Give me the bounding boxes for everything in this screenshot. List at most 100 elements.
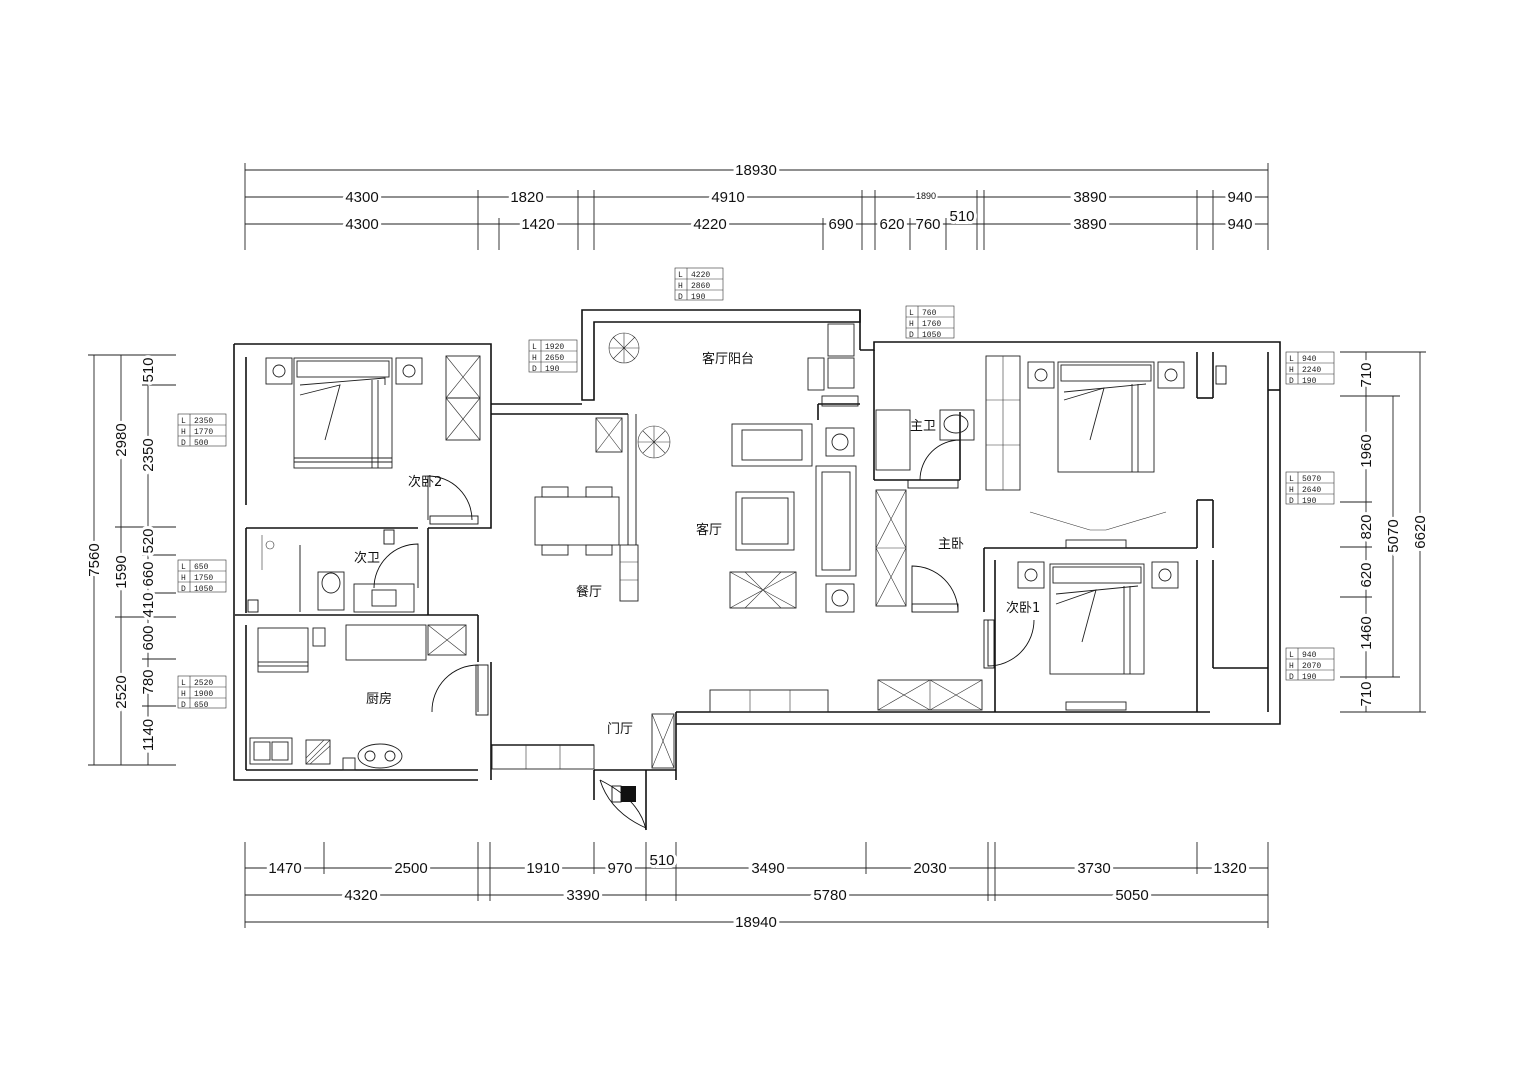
svg-text:L: L (181, 417, 186, 426)
dim-bot-r1-8: 1320 (1213, 860, 1246, 877)
win-tag-7-L: 5070 (1302, 475, 1321, 484)
svg-text:D: D (181, 585, 186, 594)
svg-text:L: L (181, 563, 186, 572)
dim-top-r2-7: 3890 (1073, 216, 1106, 233)
dim-top-r2-4: 620 (879, 216, 904, 233)
svg-text:D: D (532, 365, 537, 374)
svg-text:L: L (678, 271, 683, 280)
svg-text:L: L (181, 679, 186, 688)
label-bath2: 次卫 (354, 550, 380, 566)
svg-text:D: D (181, 439, 186, 448)
win-tag-1-D: 190 (545, 365, 560, 374)
bottom-dimensions: 1470 2500 1910 970 510 3490 2030 3730 13… (244, 842, 1269, 934)
dim-top-r2-2: 4220 (693, 216, 726, 233)
left-dimensions: 7560 2980 1590 2520 510 2350 520 660 410… (83, 354, 176, 766)
win-tag-8-L: 940 (1302, 651, 1317, 660)
dim-bot-r2-2: 5780 (813, 887, 846, 904)
svg-text:L: L (1289, 475, 1294, 484)
svg-text:L: L (1289, 651, 1294, 660)
dim-bot-r1-4: 510 (649, 852, 674, 869)
right-dimensions: 6620 5070 710 1960 820 620 1460 710 (1340, 351, 1432, 713)
dim-left-c2-4: 410 (140, 592, 157, 617)
bed-bedroom1 (1049, 563, 1145, 675)
room-labels: 客厅阳台 次卧2 次卫 厨房 餐厅 客厅 门厅 主卫 主卧 次卧1 (354, 351, 1040, 737)
win-tag-0-H: 2860 (691, 282, 710, 291)
svg-text:L: L (532, 343, 537, 352)
svg-text:L: L (909, 309, 914, 318)
label-living: 客厅 (696, 522, 722, 538)
dim-top-r1-3: 1890 (916, 191, 936, 201)
svg-text:D: D (1289, 497, 1294, 506)
win-tag-3-D: 500 (194, 439, 209, 448)
dim-left-c2-6: 780 (140, 669, 157, 694)
win-tag-3-H: 1770 (194, 428, 213, 437)
dim-left-c2-7: 1140 (140, 719, 157, 751)
win-tag-0-D: 190 (691, 293, 706, 302)
dim-left-c2-3: 660 (140, 561, 157, 586)
dim-left-c1-1: 1590 (113, 555, 130, 588)
win-tag-4-L: 650 (194, 563, 209, 572)
svg-text:D: D (678, 293, 683, 302)
dim-top-r1-0: 4300 (345, 189, 378, 206)
top-dimensions: 18930 4300 1820 4910 1890 3890 940 4300 … (244, 159, 1269, 250)
dim-right-c2-1: 1960 (1358, 434, 1375, 467)
dim-left-c1-0: 2980 (113, 423, 130, 456)
label-master-bath: 主卫 (910, 419, 936, 434)
dim-right-c2-3: 620 (1358, 562, 1375, 587)
win-tag-8-D: 190 (1302, 673, 1317, 682)
dim-top-r2-5: 760 (915, 216, 940, 233)
dim-bot-r2-0: 4320 (344, 887, 377, 904)
dim-right-c2-4: 1460 (1358, 616, 1375, 649)
dining-table (534, 496, 620, 546)
svg-text:D: D (909, 331, 914, 340)
dim-top-r2-1: 1420 (521, 216, 554, 233)
win-tag-2-H: 1760 (922, 320, 941, 329)
win-tag-6-H: 2240 (1302, 366, 1321, 375)
dim-bot-r2-3: 5050 (1115, 887, 1148, 904)
dim-left-c2-0: 510 (140, 357, 157, 382)
dim-top-total: 18930 (735, 162, 777, 179)
win-tag-1-L: 1920 (545, 343, 564, 352)
dim-bot-r1-1: 2500 (394, 860, 427, 877)
dim-right-c2-5: 710 (1358, 681, 1375, 706)
svg-text:D: D (181, 701, 186, 710)
dim-bot-r1-5: 3490 (751, 860, 784, 877)
label-balcony: 客厅阳台 (702, 351, 754, 367)
svg-text:L: L (1289, 355, 1294, 364)
dim-left-c2-2: 520 (140, 528, 157, 553)
win-tag-2-L: 760 (922, 309, 937, 318)
dim-bot-r1-3: 970 (607, 860, 632, 877)
svg-text:H: H (181, 428, 186, 437)
dim-left-c2-1: 2350 (140, 438, 157, 471)
svg-text:H: H (909, 320, 914, 329)
dim-left-c1-2: 2520 (113, 675, 130, 708)
svg-text:D: D (1289, 377, 1294, 386)
dim-right-c2-2: 820 (1358, 514, 1375, 539)
bed-bedroom2 (293, 357, 393, 469)
win-tag-5-L: 2520 (194, 679, 213, 688)
win-tag-1-H: 2650 (545, 354, 564, 363)
win-tag-6-D: 190 (1302, 377, 1317, 386)
svg-text:H: H (1289, 662, 1294, 671)
dim-left-total: 7560 (86, 543, 103, 576)
label-bedroom1: 次卧1 (1006, 600, 1040, 616)
dim-right-c1-0: 5070 (1385, 519, 1402, 552)
win-tag-5-D: 650 (194, 701, 209, 710)
win-tag-4-H: 1750 (194, 574, 213, 583)
win-tag-8-H: 2070 (1302, 662, 1321, 671)
dim-top-r2-8: 940 (1227, 216, 1252, 233)
dim-bot-total: 18940 (735, 914, 777, 931)
walls (233, 309, 1281, 831)
dim-top-r2-3: 690 (828, 216, 853, 233)
dim-top-r2-6: 510 (949, 208, 974, 225)
window-tags: LHD 4220 2860 190 LHD 1920 2650 190 LHD … (177, 267, 1335, 710)
label-dining: 餐厅 (576, 584, 602, 600)
furniture (247, 323, 1227, 771)
dim-bot-r1-2: 1910 (526, 860, 559, 877)
label-master: 主卧 (938, 537, 964, 552)
win-tag-7-D: 190 (1302, 497, 1317, 506)
dim-top-r1-2: 4910 (711, 189, 744, 206)
win-tag-7-H: 2640 (1302, 486, 1321, 495)
dim-top-r2-0: 4300 (345, 216, 378, 233)
